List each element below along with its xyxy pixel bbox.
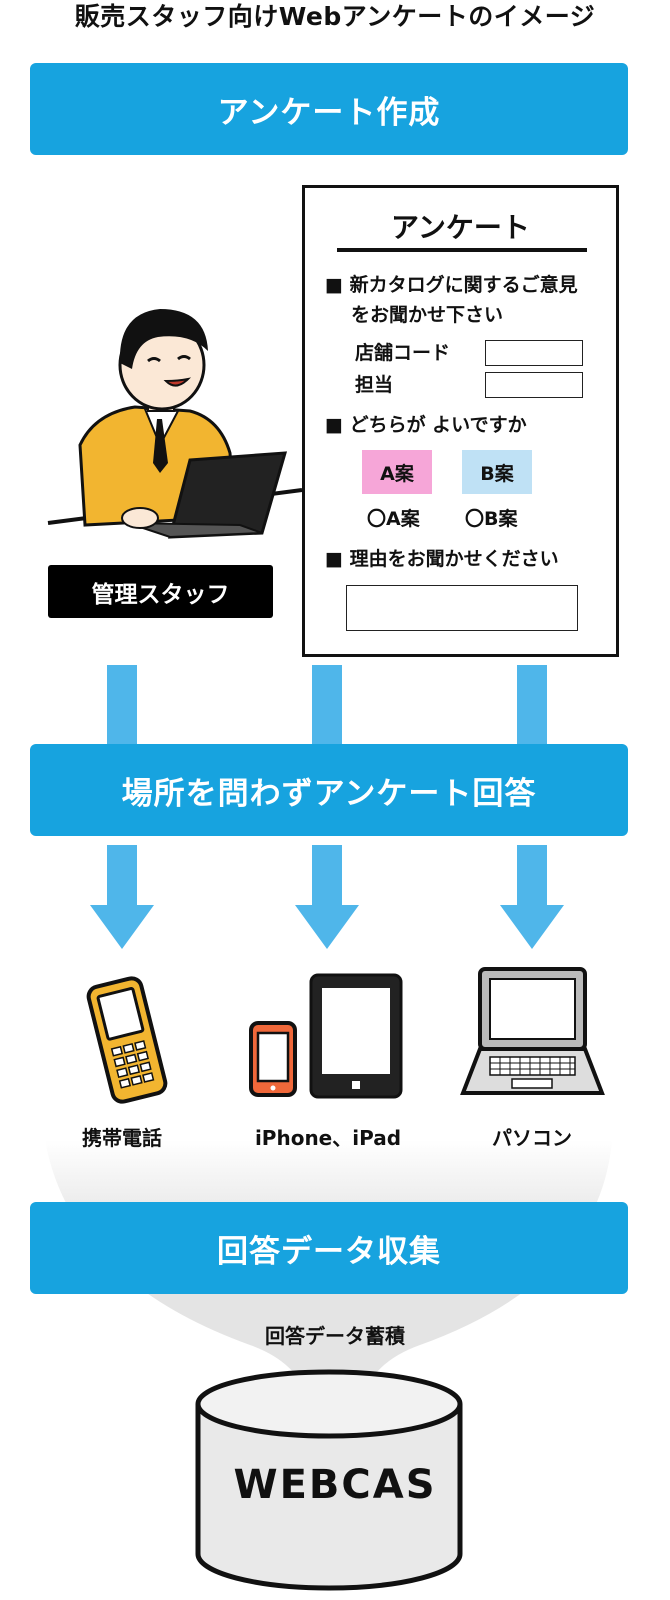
database-icon [195,1369,463,1591]
down-arrow-icon [90,845,154,949]
page-title: 販売スタッフ向けWebアンケートのイメージ [74,2,596,31]
tablet-icon [309,973,403,1099]
step-collect-band: 回答データ収集 [30,1202,628,1294]
step-create-band: アンケート作成 [30,63,628,155]
staff-label: 管理スタッフ [48,565,273,618]
question-2: ■ どちらが よいですか [325,414,527,436]
pc-label: パソコン [492,1126,572,1150]
down-arrow-icon [500,845,564,949]
survey-form: アンケート ■ 新カタログに関するご意見 をお聞かせ下さい 店舗コード 担当 ■… [302,185,619,657]
option-a-card[interactable]: A案 [362,450,432,494]
person-label: 担当 [355,374,394,396]
store-code-label: 店舗コード [355,342,451,364]
database-label: WEBCAS [233,1462,437,1508]
question-1-cont: をお聞かせ下さい [351,304,504,326]
connector-bar-center [312,665,342,745]
person-field[interactable] [485,372,583,398]
store-code-field[interactable] [485,340,583,366]
accumulate-label: 回答データ蓄積 [265,1324,405,1348]
staff-illustration [47,309,303,539]
reason-textarea[interactable] [346,585,578,631]
connector-bar-left [107,665,137,745]
question-1: ■ 新カタログに関するご意見 [325,274,578,296]
step-answer-band: 場所を問わずアンケート回答 [30,744,628,836]
option-b-card[interactable]: B案 [462,450,532,494]
mobile-label: 携帯電話 [82,1126,162,1150]
laptop-icon [460,967,605,1095]
survey-heading: アンケート [391,211,530,244]
tablet-label: iPhone、iPad [254,1126,402,1150]
question-3: ■ 理由をお聞かせください [325,548,559,570]
down-arrow-icon [295,845,359,949]
connector-bar-right [517,665,547,745]
mobile-phone-icon [86,976,168,1104]
smartphone-icon [249,1021,297,1097]
radio-b[interactable]: 〇B案 [465,508,518,530]
radio-a[interactable]: 〇A案 [367,508,420,530]
survey-heading-rule [337,248,587,252]
